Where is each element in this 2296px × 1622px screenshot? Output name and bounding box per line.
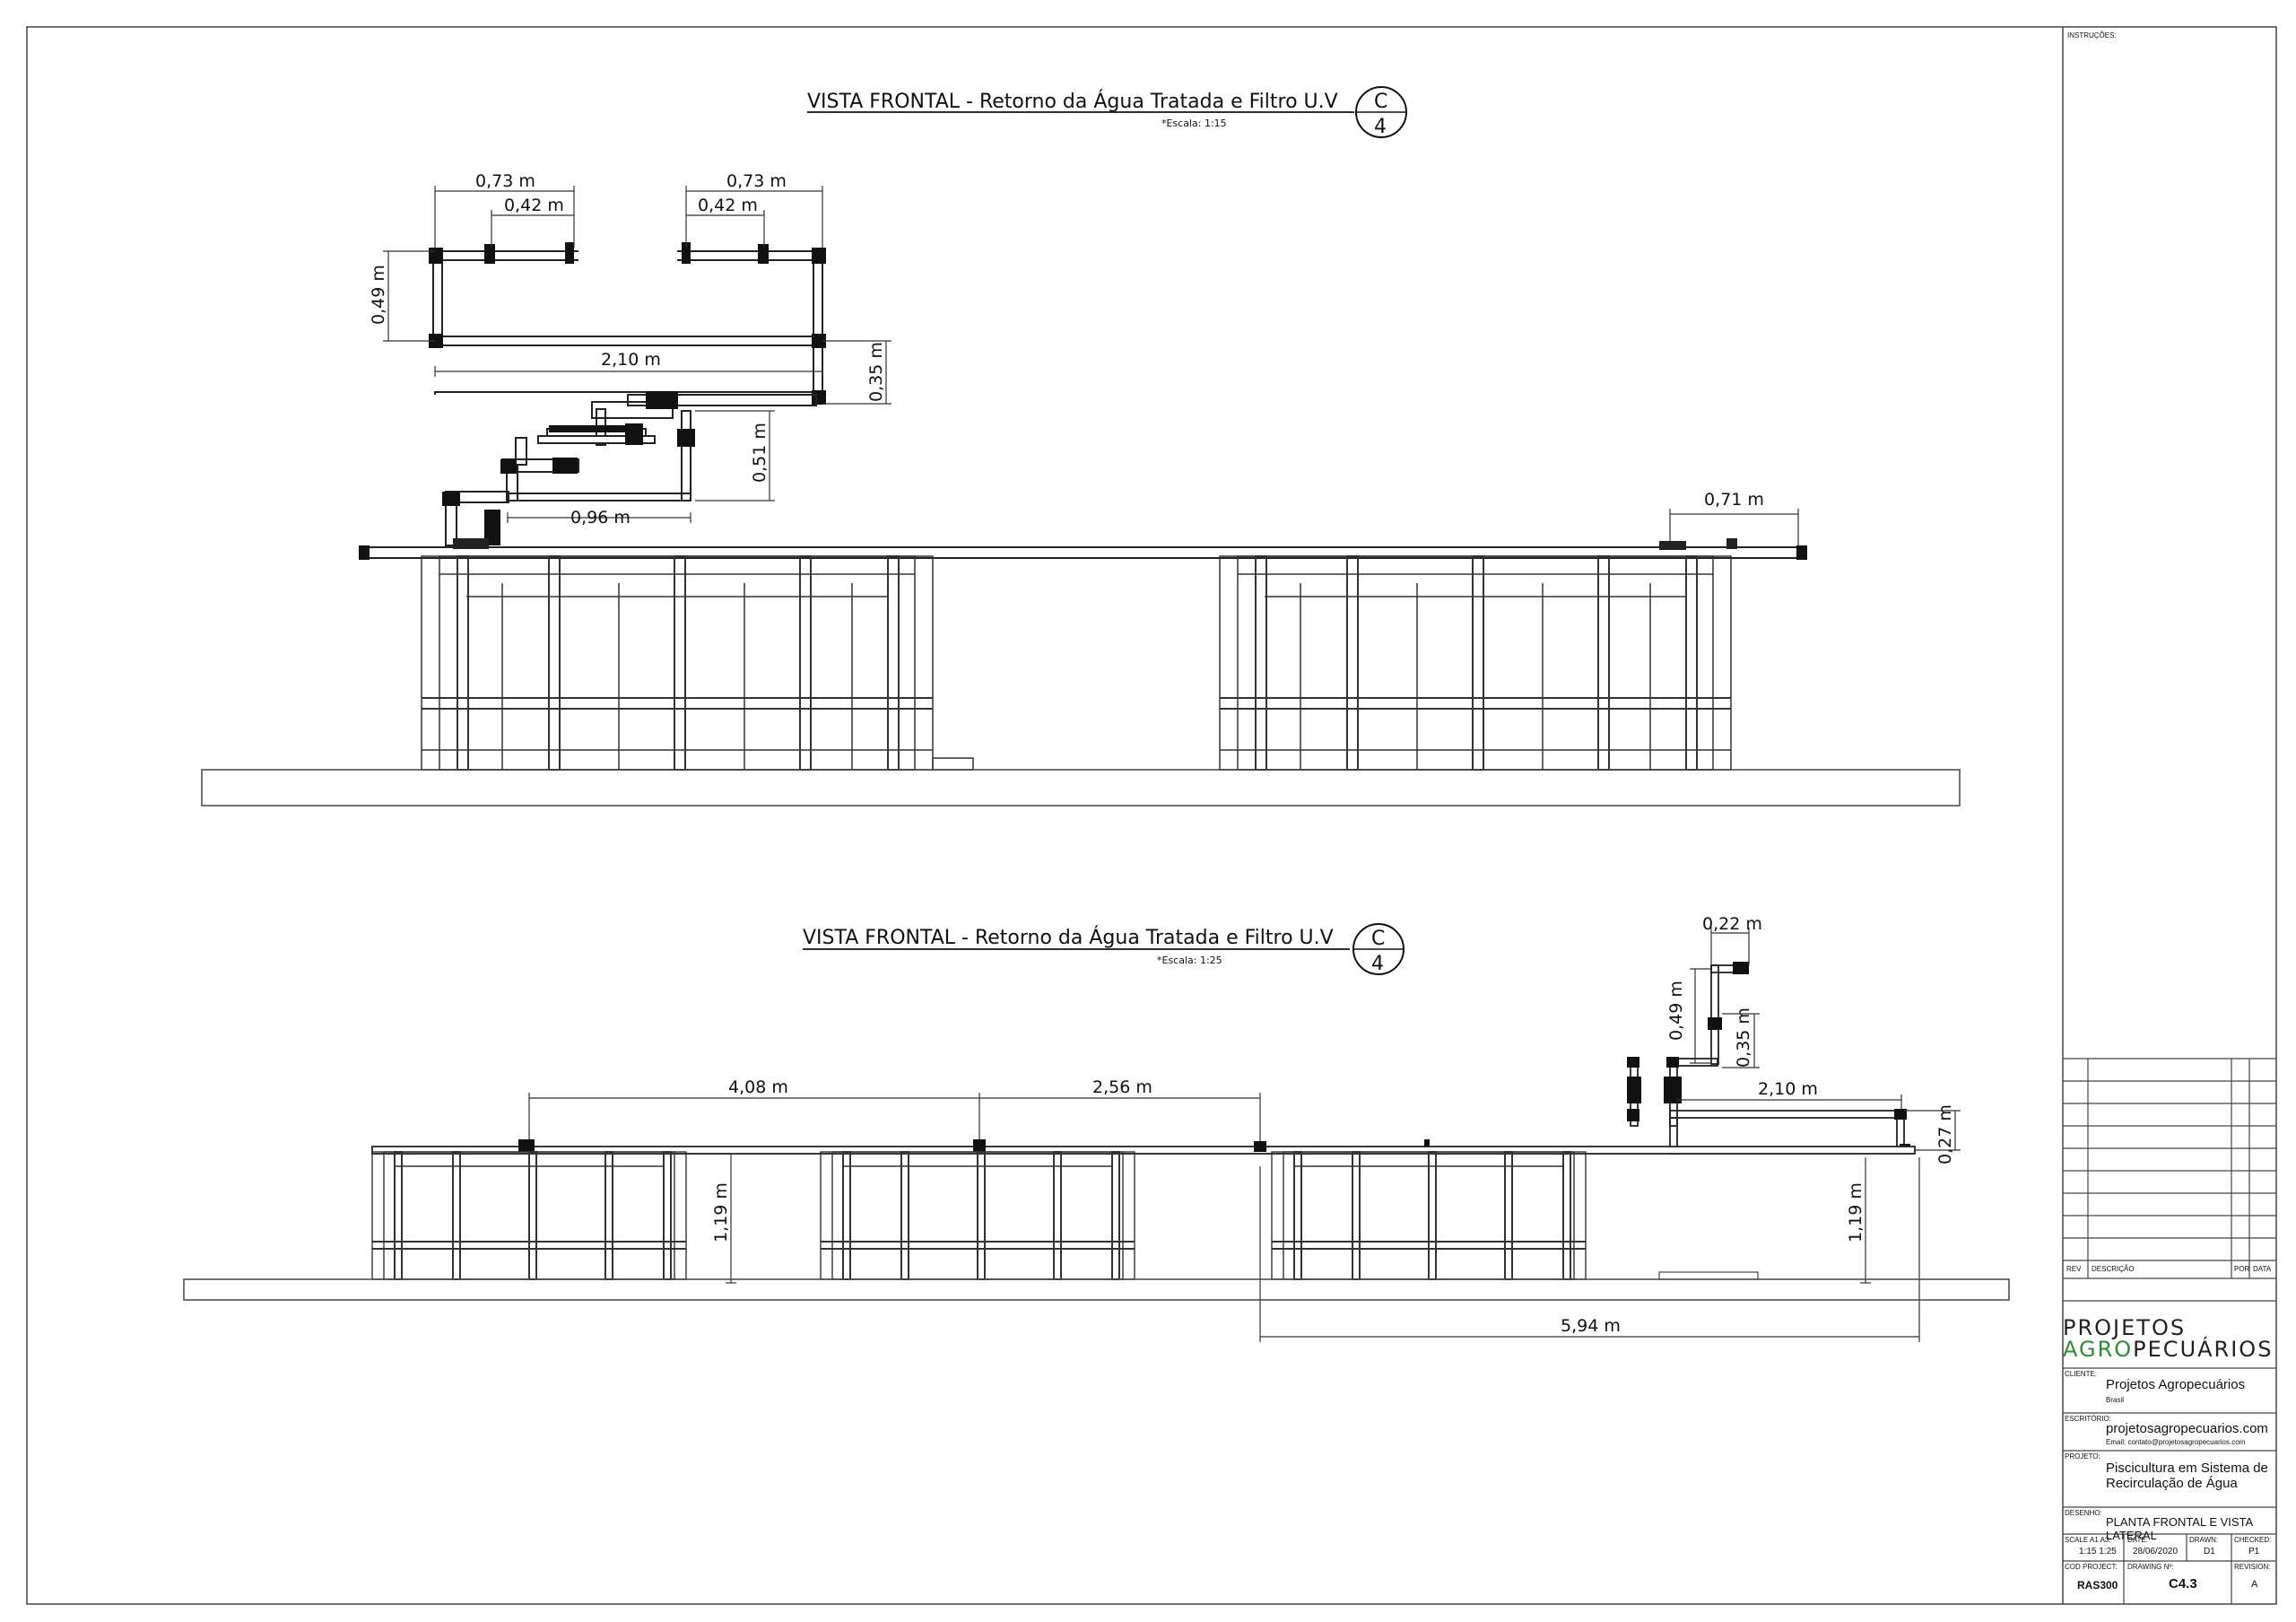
desenho-label: DESENHO:	[2065, 1509, 2102, 1517]
logo-rest-part: PECUÁRIOS	[2133, 1337, 2274, 1362]
uv-filter-fittings	[442, 391, 695, 545]
bottom-main-pipe	[371, 1146, 1916, 1155]
top-dim-2.10: 2,10 m	[601, 350, 661, 370]
projeto-line2: Recirculação de Água	[2106, 1476, 2238, 1491]
bottom-section-number: 4	[1371, 953, 1384, 975]
top-dim-0.42-left: 0,42 m	[504, 196, 564, 215]
escritorio-email: Email: contato@projetosagropecuarios.com	[2106, 1438, 2246, 1446]
date-value: 28/06/2020	[2133, 1547, 2179, 1557]
scale-value: 1:15 1:25	[2079, 1547, 2117, 1557]
desenho-value: PLANTA FRONTAL E VISTA LATERAL	[2106, 1515, 2253, 1542]
bottom-tank-1	[371, 1151, 687, 1280]
rev-label: REV	[2066, 1265, 2082, 1273]
cliente-label: CLIENTE:	[2065, 1370, 2098, 1378]
top-dim-0.73-right: 0,73 m	[726, 171, 787, 191]
top-dim-0.51: 0,51 m	[750, 423, 770, 483]
company-logo-line2: AGROPECUÁRIOS	[2063, 1337, 2273, 1362]
bottom-view-scale: *Escala: 1:25	[1157, 955, 1222, 966]
bottom-section-letter: C	[1371, 928, 1385, 950]
projeto-label: PROJETO:	[2065, 1452, 2100, 1461]
top-tank-left	[421, 555, 974, 771]
top-dim-0.35: 0,35 m	[866, 342, 886, 402]
bottom-view: VISTA FRONTAL - Retorno da Água Tratada …	[183, 914, 2010, 1342]
logo-green-part: AGRO	[2063, 1337, 2134, 1362]
scale-label: SCALE A1 A3:	[2065, 1536, 2111, 1544]
checked-value: P1	[2248, 1547, 2260, 1557]
bottom-tank-3	[1271, 1151, 1587, 1280]
company-logo-line1: PROJETOS	[2063, 1315, 2187, 1340]
top-dim-0.71: 0,71 m	[1704, 490, 1764, 510]
sheet-border	[26, 26, 2277, 1605]
revision-label: REVISION:	[2234, 1563, 2271, 1571]
top-view-title: VISTA FRONTAL - Retorno da Água Tratada …	[807, 90, 1338, 113]
top-ground-slab	[201, 769, 1961, 807]
cod-label: COD PROJECT:	[2065, 1563, 2118, 1571]
projeto-line1: Piscicultura em Sistema de	[2106, 1461, 2268, 1476]
bottom-dim-2.10: 2,10 m	[1758, 1079, 1818, 1099]
bottom-dimension-lines	[528, 928, 1961, 1342]
drawn-label: DRAWN:	[2189, 1536, 2219, 1544]
top-dimension-lines	[383, 186, 1799, 547]
checked-label: CHECKED:	[2234, 1536, 2272, 1544]
top-dim-0.42-right: 0,42 m	[698, 196, 758, 215]
bottom-dim-4.08: 4,08 m	[728, 1077, 788, 1097]
top-view-scale: *Escala: 1:15	[1161, 118, 1227, 129]
cliente-value: Projetos Agropecuários	[2106, 1377, 2246, 1392]
top-dim-0.96: 0,96 m	[570, 508, 631, 528]
bottom-dim-2.56: 2,56 m	[1092, 1077, 1152, 1097]
instructions-label: INSTRUÇÕES:	[2067, 31, 2117, 39]
revision-value: A	[2251, 1579, 2258, 1590]
bottom-tank-2	[820, 1151, 1135, 1280]
escritorio-label: ESCRITÓRIO:	[2065, 1415, 2112, 1423]
bottom-dim-1.19-left: 1,19 m	[711, 1182, 731, 1243]
drawing-no-label: DRAWING Nº:	[2127, 1563, 2174, 1571]
data-label: DATA	[2253, 1265, 2272, 1273]
desc-label: DESCRIÇÃO	[2092, 1265, 2135, 1273]
top-fittings	[429, 242, 826, 405]
bottom-ground-slab	[183, 1278, 2010, 1301]
date-label: DATE:	[2127, 1536, 2148, 1544]
top-section-letter: C	[1374, 91, 1387, 113]
cod-value: RAS300	[2077, 1579, 2118, 1591]
title-block-grid	[2063, 1058, 2276, 1604]
bottom-dim-0.35: 0,35 m	[1734, 1007, 1753, 1068]
por-label: POR	[2234, 1265, 2250, 1273]
top-section-number: 4	[1374, 116, 1387, 138]
top-upper-pipe-frame	[432, 250, 823, 402]
drawn-value: D1	[2204, 1547, 2215, 1557]
top-view: VISTA FRONTAL - Retorno da Água Tratada …	[201, 86, 1961, 807]
drawing-no-value: C4.3	[2169, 1576, 2197, 1591]
bottom-view-title: VISTA FRONTAL - Retorno da Água Tratada …	[803, 926, 1334, 949]
cliente-sub: Brasil	[2106, 1396, 2125, 1404]
escritorio-value: projetosagropecuarios.com	[2106, 1421, 2268, 1436]
bottom-dim-5.94: 5,94 m	[1561, 1316, 1621, 1336]
bottom-dim-1.19-right: 1,19 m	[1846, 1182, 1866, 1243]
bottom-dim-0.22: 0,22 m	[1702, 914, 1762, 934]
bottom-dim-0.27: 0,27 m	[1935, 1104, 1955, 1164]
top-tank-right	[1219, 555, 1732, 771]
bottom-dim-0.49: 0,49 m	[1666, 981, 1686, 1041]
top-dim-0.73-left: 0,73 m	[475, 171, 535, 191]
top-dim-0.49: 0,49 m	[369, 265, 388, 325]
bottom-return-fittings	[1627, 962, 1910, 1153]
